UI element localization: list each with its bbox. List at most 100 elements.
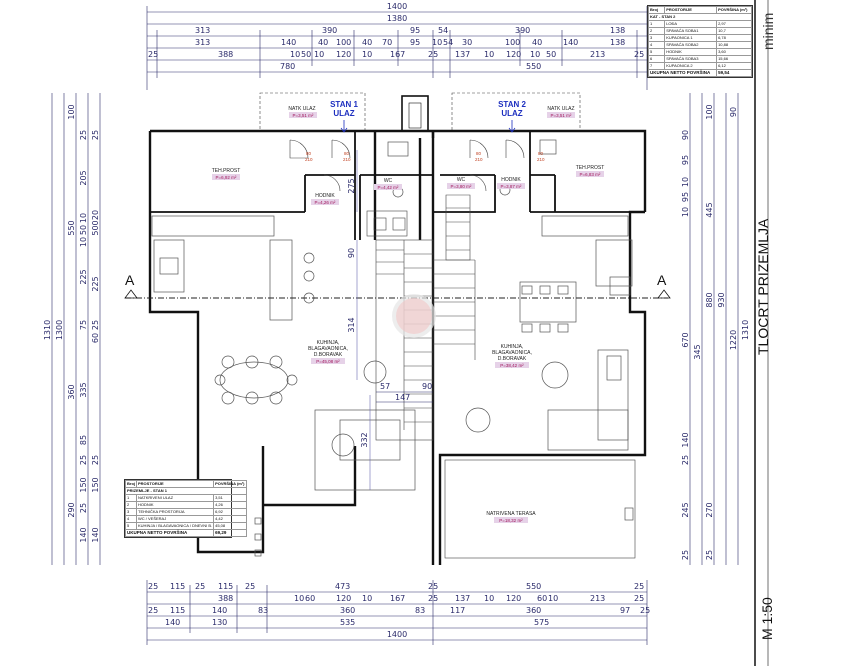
dim-right-b: 25 bbox=[681, 455, 690, 465]
door-width: 80 bbox=[344, 151, 350, 156]
dim-t4: 10 bbox=[362, 50, 372, 59]
dim-b2: 10 bbox=[362, 594, 372, 603]
dim-b2: 388 bbox=[218, 594, 233, 603]
dim-right-b: 140 bbox=[681, 432, 690, 447]
left-dimensions: 1310 1300 100 550 360 290 25 205 10 50 1… bbox=[43, 93, 101, 565]
legend-row-no: 5 bbox=[647, 48, 666, 56]
section-mark-left: A bbox=[125, 272, 135, 288]
legend-row-area: 10,7 bbox=[716, 27, 752, 35]
room-area: P=3,80 m² bbox=[451, 184, 472, 189]
dim-t4: 167 bbox=[390, 50, 405, 59]
dim-left-c: 25 bbox=[91, 130, 100, 140]
room-area: P=3,51 m² bbox=[551, 113, 572, 118]
room-name: TEH.PROST bbox=[212, 168, 241, 174]
door-height: 210 bbox=[537, 157, 545, 162]
dim-b1: 25 bbox=[195, 582, 205, 591]
dim-t4: 388 bbox=[218, 50, 233, 59]
legend-row-room: SPAVAĆA SOBA3 bbox=[664, 55, 718, 63]
dim-right-a: 445 bbox=[705, 202, 714, 217]
dim-t4: 25 bbox=[148, 50, 158, 59]
legend-row-no: 1 bbox=[125, 494, 137, 502]
dim-left-b: 25 bbox=[79, 130, 88, 140]
dim-t3: 40 bbox=[362, 38, 372, 47]
legend-total-label: UKUPNA NETTO POVRŠINA bbox=[124, 529, 215, 537]
room-name: BLAGAVAONICA, bbox=[492, 350, 532, 356]
room-name: KUHINJA, bbox=[501, 344, 524, 350]
right-dimensions: 90 95 10 95 10 670 345 140 25 245 25 100… bbox=[681, 93, 750, 565]
dim-left-b: 25 bbox=[79, 455, 88, 465]
dim-b2: 213 bbox=[590, 594, 605, 603]
dim-right-c: 25 bbox=[705, 550, 714, 560]
dim-left-outer: 1310 bbox=[43, 320, 52, 340]
dim-right-c: 90 bbox=[729, 107, 738, 117]
dim-b2: 120 bbox=[506, 594, 521, 603]
dim-right-b: 670 bbox=[681, 332, 690, 347]
dim-b2: 137 bbox=[455, 594, 470, 603]
legend-section: KAT - STAN 2 bbox=[648, 13, 752, 21]
dim-b3: 83 bbox=[415, 606, 425, 615]
legend-row-no: 6 bbox=[647, 55, 666, 63]
section-mark-right: A bbox=[657, 272, 667, 288]
dim-t4: 25 bbox=[634, 50, 644, 59]
dim-t4: 10 bbox=[314, 50, 324, 59]
room-labels: NATK ULAZ P=3,51 m² NATK ULAZ P=3,51 m² … bbox=[212, 106, 604, 523]
dim-right-c: 930 bbox=[717, 292, 726, 307]
room-area: P=3,51 m² bbox=[293, 113, 314, 118]
dim-b1: 473 bbox=[335, 582, 350, 591]
dim-right-b: 345 bbox=[693, 344, 702, 359]
dim-inner: 147 bbox=[395, 393, 410, 402]
dim-b3: 25 bbox=[640, 606, 650, 615]
room-area: P=18,32 m² bbox=[499, 518, 523, 523]
dim-t2: 390 bbox=[322, 26, 337, 35]
dim-left-mid: 1300 bbox=[55, 320, 64, 340]
title-strip: TLOCRT PRIZEMLJA M 1:50 minim bbox=[754, 0, 776, 666]
dim-right-b: 25 bbox=[681, 550, 690, 560]
legend-row-room: HODNIK bbox=[135, 501, 215, 509]
dim-left-c: 225 bbox=[91, 276, 100, 291]
dim-inner: 57 bbox=[380, 382, 390, 391]
dim-b2: 10 bbox=[548, 594, 558, 603]
door-height: 210 bbox=[305, 157, 313, 162]
dim-right-b: 10 bbox=[681, 177, 690, 187]
legend-row-room: KUPAONICA 1 bbox=[664, 34, 718, 42]
room-name: NATRIVENA TERASA bbox=[486, 511, 536, 517]
dim-b2: 25 bbox=[634, 594, 644, 603]
unit-labels: STAN 1 ULAZ STAN 2 ULAZ bbox=[330, 100, 526, 133]
dim-t4: 213 bbox=[590, 50, 605, 59]
legend-row-room: WC / VEŠERAJ bbox=[135, 515, 215, 523]
dim-left-b: 140 bbox=[79, 527, 88, 542]
doors bbox=[289, 139, 525, 192]
dim-t4: 10 bbox=[530, 50, 540, 59]
dim-b1: 25 bbox=[148, 582, 158, 591]
dim-b1: 25 bbox=[245, 582, 255, 591]
door-width: 80 bbox=[306, 151, 312, 156]
room-area: P=6,83 m² bbox=[580, 172, 601, 177]
dim-left-c: 60 bbox=[91, 333, 100, 343]
room-area: P=38,42 m² bbox=[500, 363, 524, 368]
legend-section: PRIZEMLJE - STAN 1 bbox=[125, 487, 247, 495]
legend-row-no: 2 bbox=[647, 27, 666, 35]
dim-b2: 60 bbox=[537, 594, 547, 603]
dim-left-c: 25 bbox=[91, 320, 100, 330]
dim-b2: 167 bbox=[390, 594, 405, 603]
legend-total-label: UKUPNA NETTO POVRŠINA bbox=[647, 69, 718, 77]
dim-t4: 137 bbox=[455, 50, 470, 59]
dim-t4: 10 bbox=[484, 50, 494, 59]
legend-row-no: 2 bbox=[125, 501, 137, 509]
dim-t2: 95 bbox=[410, 26, 420, 35]
dim-left-a: 100 bbox=[67, 104, 76, 119]
dim-left-a: 550 bbox=[67, 220, 76, 235]
dim-left-b: 25 bbox=[79, 503, 88, 513]
room-name: BLAGAVAONICA, bbox=[308, 346, 348, 352]
door-height: 210 bbox=[343, 157, 351, 162]
dim-left-c: 20 bbox=[91, 210, 100, 220]
dim-b4: 130 bbox=[212, 618, 227, 627]
legend-row-room: NATKRIVENI ULAZ bbox=[135, 494, 215, 502]
dim-inner: 332 bbox=[360, 432, 369, 447]
legend-col-room: PROSTORIJE bbox=[135, 480, 215, 488]
dim-b1: 115 bbox=[170, 582, 185, 591]
dim-left-b: 205 bbox=[79, 170, 88, 185]
dim-right-b: 10 bbox=[681, 207, 690, 217]
legend-row-no: 4 bbox=[647, 41, 666, 49]
